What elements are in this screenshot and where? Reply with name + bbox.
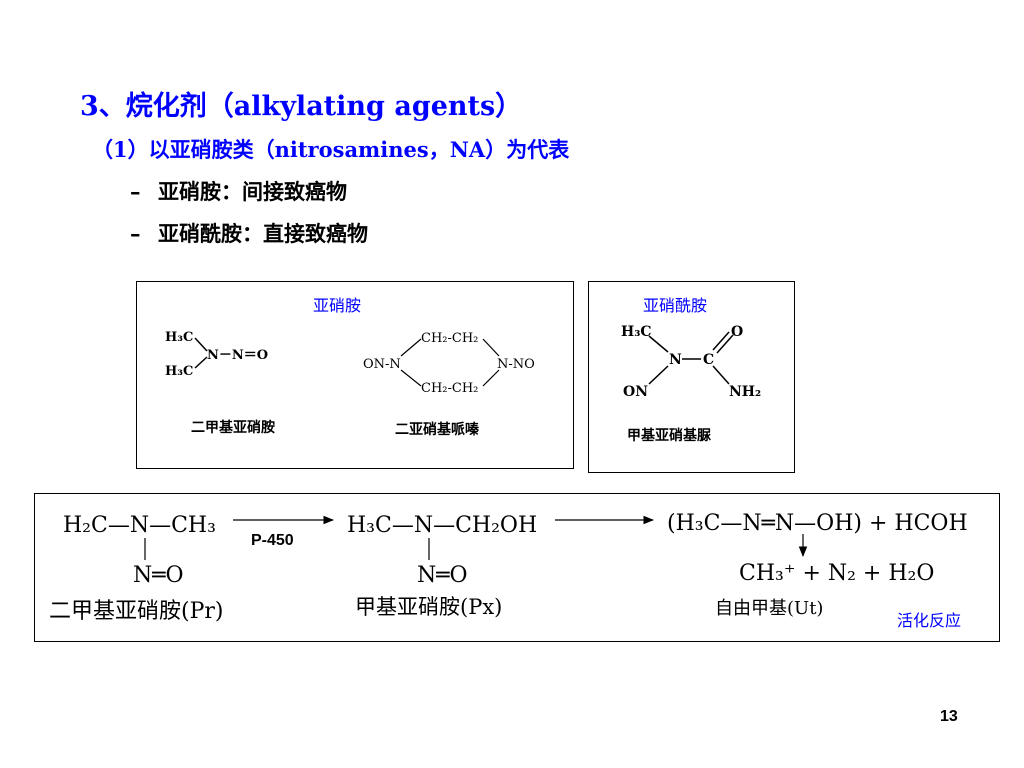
bullet-dash: – [130,221,141,246]
piperazine-right-group: N-NO [497,357,535,372]
nitrosamide-h3c: H₃C [621,324,652,340]
page-title: 3、烷化剂（alkylating agents） [80,91,523,122]
nitrosamide-on: ON [623,384,648,400]
nitrosamine-label: 亚硝胺 [313,296,362,315]
reaction-step2-nitroso: N═O [417,563,468,588]
reaction-step2-formula: H₃C—N—CH₂OH [347,513,537,538]
activation-reaction-box: H₂C—N—CH₃ N═O 二甲基亚硝胺(Pr) H₃C—N—CH₂OH N═O… [34,493,1000,642]
dimethyl-h3c-bottom: H₃C [165,364,193,379]
reaction-step1-formula: H₂C—N—CH₃ [63,513,216,538]
dinitrosopiperazine-caption: 二亚硝基哌嗪 [395,421,480,438]
piperazine-top-chain: CH₂-CH₂ [421,331,478,346]
nitrosamide-structure-diagram: H₃C O N C ON NH₂ 甲基亚硝基脲 [621,324,761,444]
bullet-text: 亚硝胺：间接致癌物 [158,179,347,204]
reaction-step3-products: CH₃⁺ + N₂ + H₂O [739,561,934,586]
bond-line [194,356,208,369]
reaction-step3-caption: 自由甲基(Ut) [715,598,823,619]
nitrosamine-structures-box: 亚硝胺 H₃C H₃C N－N＝O 二甲基亚硝胺 ON-N N-NO CH₂-C… [136,281,574,469]
dimethyl-h3c-top: H₃C [165,330,193,345]
bond-line [712,365,730,385]
nitrosamide-o: O [731,324,743,340]
nitrosamide-structures-box: 亚硝酰胺 H₃C O N C ON NH₂ 甲基亚硝基脲 [588,281,795,473]
bond-line [482,338,500,357]
reaction-step3-formula: (H₃C—N═N—OH) + HCOH [667,511,968,536]
piperazine-left-group: ON-N [363,357,401,372]
bond-line [712,331,730,351]
methylnitrosourea-caption: 甲基亚硝基脲 [627,427,712,444]
p450-enzyme-label: P-450 [250,532,295,550]
bullet-text: 亚硝酰胺：直接致癌物 [158,221,368,246]
dimethyl-n-no: N－N＝O [207,348,268,363]
reaction-step2-caption: 甲基亚硝胺(Px) [355,595,502,619]
bond-line [716,334,734,354]
nitrosamine-structures-diagram: H₃C H₃C N－N＝O 二甲基亚硝胺 ON-N N-NO CH₂-CH₂ C… [165,330,535,438]
dimethylnitrosamine-caption: 二甲基亚硝胺 [191,419,275,436]
bond-line [482,369,500,387]
bond-line [400,369,422,387]
bond-line [648,335,669,353]
activation-reaction-diagram: H₂C—N—CH₃ N═O 二甲基亚硝胺(Pr) H₃C—N—CH₂OH N═O… [49,511,968,624]
nitrosamide-nh2: NH₂ [729,384,761,400]
reaction-step1-nitroso: N═O [133,563,184,588]
bullet-item-2: –亚硝酰胺：直接致癌物 [130,218,368,248]
bond-line [648,365,669,385]
bond-line [194,337,208,352]
page-number: 13 [940,708,958,725]
nitrosamide-c: C [703,352,714,368]
activation-reaction-label: 活化反应 [897,611,962,630]
piperazine-bottom-chain: CH₂-CH₂ [421,381,478,396]
bond-line [400,338,422,357]
reaction-step1-caption: 二甲基亚硝胺(Pr) [49,599,224,624]
bullet-dash: – [130,179,141,204]
nitrosamide-label: 亚硝酰胺 [643,296,708,315]
nitrosamide-n: N [669,352,682,368]
subheading: （1）以亚硝胺类（nitrosamines，NA）为代表 [92,137,570,162]
bullet-item-1: –亚硝胺：间接致癌物 [130,176,347,206]
